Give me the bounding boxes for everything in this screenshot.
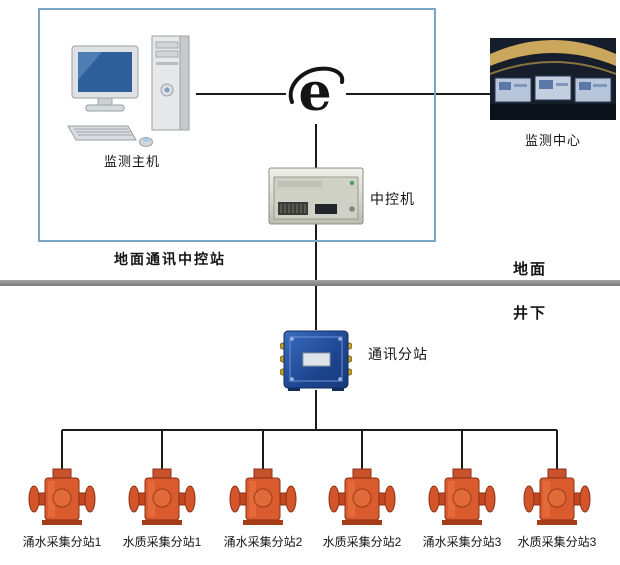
zone-surface-label: 地面 xyxy=(513,261,548,278)
collector-label: 涌水采集分站2 xyxy=(223,535,303,549)
collector-label: 涌水采集分站3 xyxy=(422,535,502,549)
collector-label: 涌水采集分站1 xyxy=(22,535,102,549)
monitor-host-label: 监测主机 xyxy=(103,154,160,169)
collector-device-icon xyxy=(128,468,196,526)
surface-underground-divider xyxy=(0,280,620,286)
collector-device-icon xyxy=(328,468,396,526)
internet-e-icon: e xyxy=(286,62,346,124)
surface-station-label: 地面通讯中控站 xyxy=(114,251,226,267)
central-control-label: 中控机 xyxy=(370,191,415,207)
collector-device-icon xyxy=(428,468,496,526)
collector-label: 水质采集分站3 xyxy=(517,535,597,549)
surface-station-boundary-box xyxy=(38,8,436,242)
control-room-photo xyxy=(489,38,617,120)
collector-label: 水质采集分站1 xyxy=(122,535,202,549)
rack-controller-icon xyxy=(268,167,364,225)
comm-substation-label: 通讯分站 xyxy=(368,346,428,362)
zone-underground-label: 井下 xyxy=(513,305,548,322)
collector-label: 水质采集分站2 xyxy=(322,535,402,549)
junction-box-icon xyxy=(279,328,353,392)
collector-device-icon xyxy=(523,468,591,526)
collector-device-icon xyxy=(28,468,96,526)
collector-device-icon xyxy=(229,468,297,526)
desktop-computer-icon xyxy=(66,30,198,150)
monitor-center-label: 监测中心 xyxy=(524,133,581,148)
